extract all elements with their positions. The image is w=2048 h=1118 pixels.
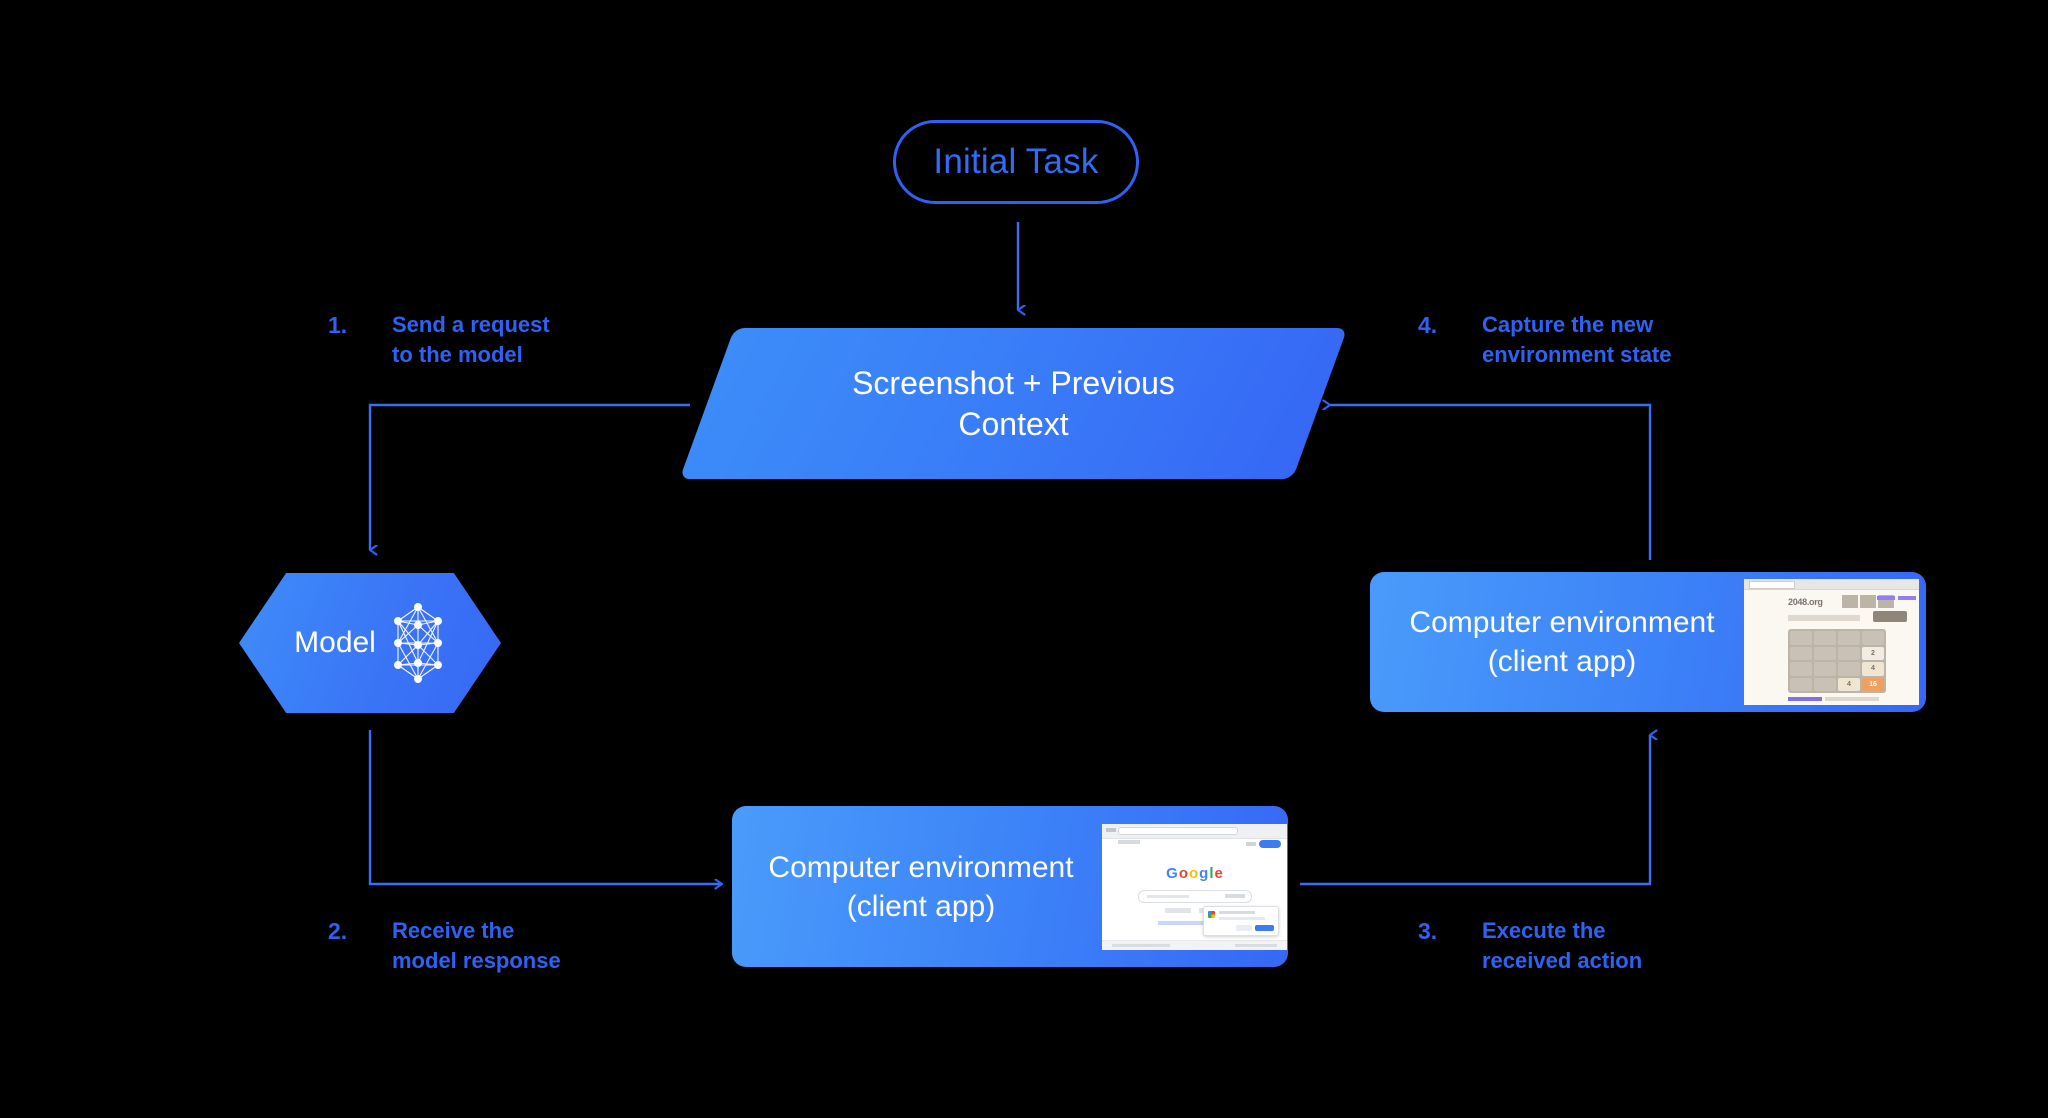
model-label: Model: [294, 626, 376, 659]
page-top-links: [1118, 839, 1140, 844]
tile: [1814, 646, 1836, 660]
step-3-caption: 3. Execute the received action: [1418, 916, 1642, 977]
env-right-label: Computer environment (client app): [1392, 603, 1732, 681]
env-right-line-1: Computer environment: [1409, 606, 1715, 639]
game-2048-subtitle: [1788, 615, 1860, 621]
game-2048-title: 2048.org: [1788, 597, 1823, 607]
tile: [1790, 662, 1812, 676]
thumbnail-2048-game[interactable]: 2048.org 2 4 4: [1744, 579, 1919, 705]
tile: [1814, 631, 1836, 645]
model-node-background: [239, 573, 501, 713]
game-2048-footer: [1788, 697, 1879, 701]
step-4-text: Capture the new environment state: [1482, 312, 1672, 368]
google-icon: [1208, 910, 1215, 918]
tile: [1790, 677, 1812, 691]
game-2048-new-game-button[interactable]: [1873, 611, 1907, 622]
arrow-context-to-model: [368, 403, 690, 550]
initial-task-node[interactable]: Initial Task: [893, 120, 1139, 204]
step-2-number: 2.: [328, 918, 348, 944]
game-2048-header-links: [1877, 596, 1916, 600]
step-3-text: Execute the received action: [1482, 918, 1643, 974]
browser-nav-buttons: [1106, 827, 1116, 832]
step-4-caption: 4. Capture the new environment state: [1418, 310, 1672, 371]
page-top-right-controls: [1246, 839, 1281, 848]
game-2048-screenshot: 2048.org 2 4 4: [1744, 579, 1919, 705]
tile: [1790, 631, 1812, 645]
computer-environment-right-node[interactable]: Computer environment (client app) 2048.o…: [1370, 572, 1926, 712]
browser-address-bar[interactable]: [1118, 826, 1238, 835]
tile: [1838, 662, 1860, 676]
env-right-line-2: (client app): [1487, 645, 1637, 678]
tile: [1862, 631, 1884, 645]
step-3-number: 3.: [1418, 918, 1438, 944]
context-line-1: Screenshot + Previous: [852, 364, 1175, 401]
step-2-caption: 2. Receive the model response: [328, 916, 561, 977]
step-4-number: 4.: [1418, 312, 1438, 338]
model-node-content: Model: [239, 573, 501, 713]
sign-in-dialog[interactable]: [1203, 905, 1279, 936]
arrow-env-bottom-to-env-right: [1300, 735, 1650, 886]
game-2048-board: 2 4 4 16: [1788, 629, 1886, 693]
tile: 4: [1862, 662, 1884, 676]
dialog-confirm-button[interactable]: [1255, 924, 1274, 931]
tile: [1838, 646, 1860, 660]
tile: 4: [1838, 677, 1860, 691]
tile: 16: [1862, 677, 1884, 691]
step-1-caption: 1. Send a request to the model: [328, 310, 550, 371]
tile: [1838, 631, 1860, 645]
arrow-env-right-to-context: [1330, 405, 1652, 560]
tile: [1814, 677, 1836, 691]
step-2-text: Receive the model response: [392, 918, 561, 974]
google-search-box[interactable]: [1137, 889, 1252, 903]
arrow-model-to-env-bottom: [368, 730, 722, 884]
initial-task-label: Initial Task: [933, 142, 1099, 181]
tile: 2: [1862, 646, 1884, 660]
dialog-body: [1219, 916, 1265, 920]
env-bottom-label: Computer environment (client app): [746, 848, 1096, 926]
env-bottom-line-1: Computer environment: [768, 850, 1074, 884]
context-node-text: Screenshot + Previous Context: [707, 328, 1320, 479]
google-language-links: [1157, 920, 1232, 925]
browser-tab: [1749, 581, 1795, 589]
context-node[interactable]: Screenshot + Previous Context: [679, 328, 1348, 479]
browser-chrome-bar: [1744, 579, 1919, 590]
step-1-text: Send a request to the model: [392, 312, 550, 368]
dialog-title: [1219, 910, 1255, 914]
browser-chrome-bar: [1102, 823, 1287, 839]
env-bottom-line-2: (client app): [846, 889, 996, 923]
model-node[interactable]: Model: [239, 573, 501, 713]
neural-network-icon: [393, 603, 442, 683]
step-1-number: 1.: [328, 312, 348, 338]
tile: [1814, 662, 1836, 676]
dialog-dismiss-button[interactable]: [1236, 924, 1252, 931]
tile: [1790, 646, 1812, 660]
page-footer: [1102, 939, 1287, 950]
context-line-2: Context: [958, 405, 1069, 442]
